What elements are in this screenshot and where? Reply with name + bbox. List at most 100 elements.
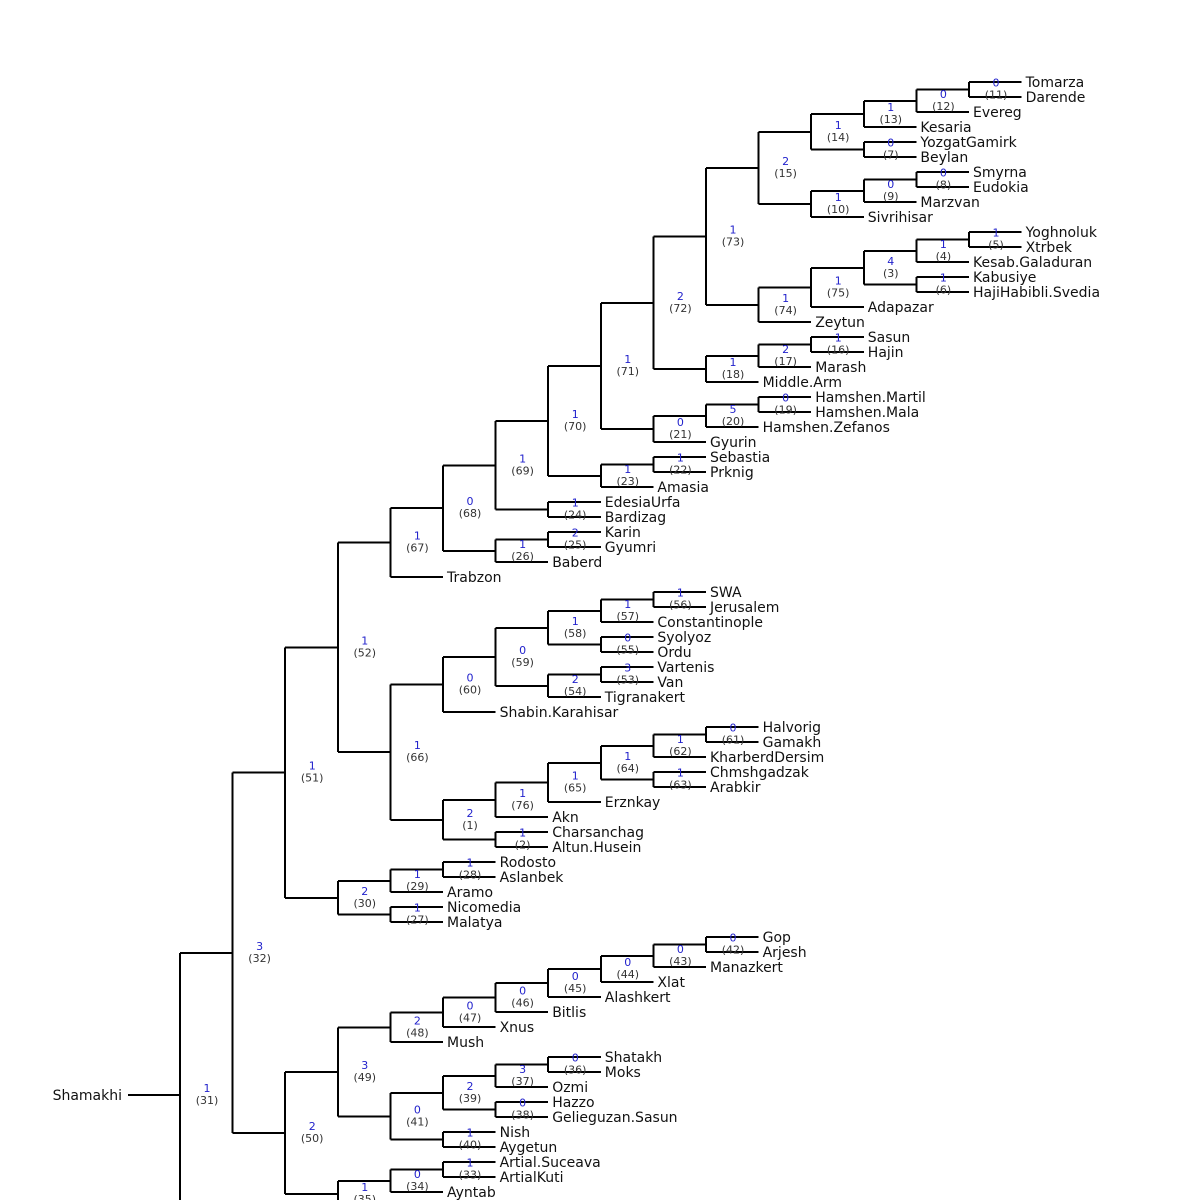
node-id: (53) [617, 674, 640, 687]
tree-labels: TomarzaDarende0(11)Evereg0(12)Kesaria1(1… [196, 75, 1100, 1200]
support-value: 1 [572, 770, 579, 783]
node-id: (50) [301, 1132, 324, 1145]
leaf-label: Tigranakert [604, 690, 686, 706]
support-value: 0 [519, 1097, 526, 1110]
support-value: 1 [835, 119, 842, 132]
leaf-label: Middle.Arm [763, 375, 842, 391]
support-value: 0 [467, 999, 474, 1012]
node-id: (45) [564, 982, 587, 995]
node-id: (11) [985, 89, 1008, 102]
node-id: (57) [617, 610, 640, 623]
node-id: (6) [936, 284, 952, 297]
support-value: 1 [993, 227, 1000, 240]
node-id: (15) [774, 167, 797, 180]
leaf-label: Aygetun [500, 1140, 558, 1156]
node-id: (10) [827, 203, 850, 216]
leaf-label: Aslanbek [500, 870, 565, 886]
support-value: 3 [624, 662, 631, 675]
node-id: (43) [669, 955, 692, 968]
node-id: (55) [617, 644, 640, 657]
leaf-label: Yoghnoluk [1025, 225, 1098, 241]
leaf-label: Xnus [500, 1020, 535, 1036]
node-id: (56) [669, 599, 692, 612]
node-id: (63) [669, 779, 692, 792]
leaf-label: Gyurin [710, 435, 757, 451]
node-id: (40) [459, 1139, 482, 1152]
leaf-label: Arjesh [763, 945, 807, 961]
support-value: 1 [467, 1157, 474, 1170]
leaf-label: Hamshen.Mala [815, 405, 919, 421]
support-value: 1 [835, 191, 842, 204]
node-id: (32) [248, 952, 271, 965]
node-id: (33) [459, 1169, 482, 1182]
leaf-label: Gyumri [605, 540, 656, 556]
leaf-label: Shabin.Karahisar [500, 705, 619, 721]
support-value: 0 [887, 137, 894, 150]
support-value: 0 [467, 672, 474, 685]
leaf-label: Kabusiye [973, 270, 1036, 286]
node-id: (1) [462, 819, 478, 832]
leaf-label: Mush [447, 1035, 484, 1051]
leaf-label: Kesaria [920, 120, 971, 136]
leaf-label: Prknig [710, 465, 754, 481]
node-id: (27) [406, 914, 429, 927]
leaf-label: Moks [605, 1065, 641, 1081]
node-id: (20) [722, 415, 745, 428]
leaf-label: Shatakh [605, 1050, 662, 1066]
leaf-label: Hajin [868, 345, 904, 361]
support-value: 1 [414, 530, 421, 543]
support-value: 2 [572, 527, 579, 540]
leaf-label: KharberdDersim [710, 750, 824, 766]
leaf-label: Arabkir [710, 780, 761, 796]
node-id: (4) [936, 250, 952, 263]
support-value: 1 [572, 497, 579, 510]
support-value: 0 [519, 644, 526, 657]
support-value: 1 [887, 101, 894, 114]
node-id: (44) [617, 968, 640, 981]
leaf-label: Ayntab [447, 1185, 496, 1200]
support-value: 1 [309, 760, 316, 773]
support-value: 1 [572, 408, 579, 421]
leaf-label: Nicomedia [447, 900, 521, 916]
support-value: 1 [730, 356, 737, 369]
support-value: 1 [940, 272, 947, 285]
node-id: (76) [511, 799, 534, 812]
leaf-label: Hamshen.Zefanos [763, 420, 890, 436]
node-id: (31) [196, 1094, 219, 1107]
support-value: 1 [519, 827, 526, 840]
support-value: 1 [624, 598, 631, 611]
support-value: 1 [414, 868, 421, 881]
node-id: (23) [617, 475, 640, 488]
node-id: (30) [354, 897, 377, 910]
support-value: 0 [887, 178, 894, 191]
support-value: 0 [519, 985, 526, 998]
leaf-label: Sivrihisar [868, 210, 933, 226]
leaf-label: Smyrna [973, 165, 1027, 181]
leaf-label: Adapazar [868, 300, 934, 316]
node-id: (47) [459, 1011, 482, 1024]
node-id: (46) [511, 997, 534, 1010]
leaf-label: EdesiaUrfa [605, 495, 681, 511]
node-id: (39) [459, 1092, 482, 1105]
node-id: (51) [301, 772, 324, 785]
node-id: (61) [722, 734, 745, 747]
leaf-label: Evereg [973, 105, 1022, 121]
node-id: (17) [774, 355, 797, 368]
leaf-label: Syolyoz [657, 630, 711, 646]
node-id: (73) [722, 235, 745, 248]
leaf-label: Altun.Husein [552, 840, 641, 856]
node-id: (60) [459, 684, 482, 697]
node-id: (71) [617, 365, 640, 378]
node-id: (66) [406, 751, 429, 764]
leaf-label: Nish [500, 1125, 531, 1141]
support-value: 0 [624, 956, 631, 969]
support-value: 0 [572, 970, 579, 983]
node-id: (9) [883, 190, 899, 203]
node-id: (54) [564, 685, 587, 698]
support-value: 0 [467, 495, 474, 508]
node-id: (24) [564, 509, 587, 522]
node-id: (74) [774, 304, 797, 317]
support-value: 3 [519, 1063, 526, 1076]
node-id: (72) [669, 302, 692, 315]
node-id: (58) [564, 627, 587, 640]
